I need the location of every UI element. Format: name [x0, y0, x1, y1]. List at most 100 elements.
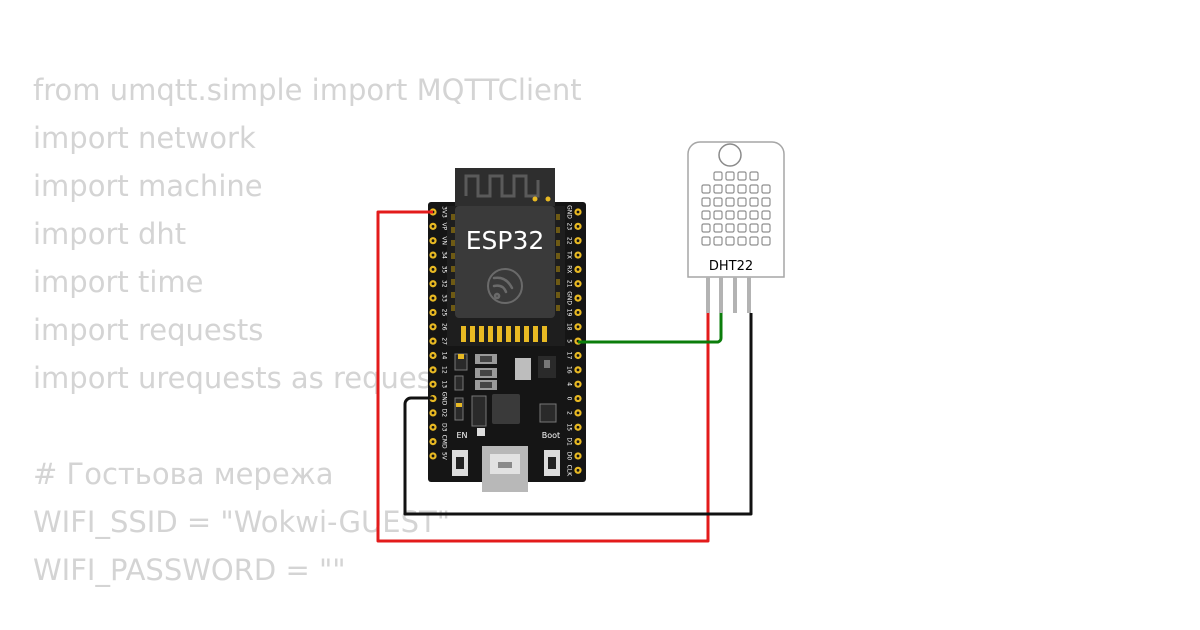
pin-hole	[576, 425, 580, 429]
pin-label: 14	[441, 352, 448, 360]
pin-label: 5V	[441, 452, 448, 461]
grille-slot	[713, 236, 723, 246]
grille-slot	[725, 171, 735, 181]
smd-regulator-body	[480, 356, 492, 362]
dht22-pin-data[interactable]	[719, 277, 723, 313]
pin-label: CLK	[566, 465, 573, 478]
pin-hole	[431, 440, 435, 443]
pin-hole	[431, 339, 435, 343]
pin-hole	[431, 425, 435, 429]
grille-slot	[713, 197, 723, 207]
grille-slot	[725, 210, 735, 220]
module-bottom-pad	[497, 326, 502, 342]
wire-data[interactable]	[578, 313, 723, 344]
wire-gnd[interactable]	[403, 313, 753, 516]
grille-slot	[749, 210, 759, 220]
module-bottom-pad	[461, 326, 466, 342]
pin-label: 2	[566, 411, 573, 415]
pin-label: 26	[441, 323, 448, 331]
module-side-pad	[556, 227, 560, 233]
pin-label: 23	[566, 223, 573, 231]
dht22-pin-vcc[interactable]	[706, 277, 710, 313]
dht22-sensor[interactable]: DHT22	[687, 141, 785, 313]
pin-hole	[576, 224, 580, 228]
wire-vcc[interactable]	[376, 210, 710, 543]
module-pads	[451, 214, 560, 342]
module-side-pad	[556, 279, 560, 285]
pin-hole	[576, 440, 580, 443]
pin-hole	[576, 282, 580, 286]
dht22-pin-nc[interactable]	[733, 277, 737, 313]
grille-slot	[725, 236, 735, 246]
module-side-pad	[556, 214, 560, 220]
pin-hole	[576, 311, 580, 314]
grille-slot	[749, 236, 759, 246]
module-bottom-pad	[533, 326, 538, 342]
pin-hole	[431, 296, 435, 300]
grille-slot	[761, 236, 771, 246]
module-side-pad	[451, 292, 455, 298]
pin-label: 5	[566, 339, 573, 343]
smd-component	[454, 397, 464, 421]
module-bottom-pad	[515, 326, 520, 342]
module-side-pad	[451, 227, 455, 233]
grille-slot	[713, 184, 723, 194]
grille-slot	[761, 223, 771, 233]
pin-label: 0	[566, 397, 573, 401]
pin-label: 21	[566, 280, 573, 288]
pin-label: 32	[441, 280, 448, 288]
pin-hole	[576, 268, 580, 271]
grille-slot	[737, 223, 747, 233]
pin-label: 18	[566, 323, 573, 331]
module-side-pad	[451, 305, 455, 311]
pin-label: 17	[566, 352, 573, 360]
pin-hole	[576, 368, 580, 372]
pin-hole	[431, 411, 435, 415]
pin-label: 27	[441, 337, 448, 345]
dht22-pin-gnd[interactable]	[747, 277, 751, 313]
grille-slot	[725, 223, 735, 233]
code-line: import requests	[33, 313, 264, 347]
code-line: import time	[33, 265, 204, 299]
module-bottom-pad	[488, 326, 493, 342]
esp32-shield	[455, 206, 555, 318]
antenna-pad	[532, 196, 538, 202]
pin-label: VN	[441, 236, 448, 245]
module-bottom-pad	[506, 326, 511, 342]
module-side-pad	[556, 305, 560, 311]
antenna-trace	[464, 174, 540, 198]
module-side-pad	[451, 266, 455, 272]
grille-slot	[737, 236, 747, 246]
esp32-chip-label: ESP32	[466, 226, 545, 255]
pin-label: GND	[566, 291, 573, 305]
pin-label: GND	[441, 392, 448, 406]
smd-resistor-array	[471, 395, 487, 427]
pin-label: 19	[566, 309, 573, 317]
grille-slot	[749, 223, 759, 233]
module-side-pad	[556, 240, 560, 246]
boot-button-cap	[548, 457, 556, 469]
grille-slot	[737, 210, 747, 220]
code-line: import dht	[33, 217, 187, 251]
smd-transistor-pad	[544, 360, 550, 368]
grille-slot	[701, 236, 711, 246]
esp32-pin-headers: 3V3VPVN34353233252627141213GNDD2D3CMD5VG…	[429, 205, 582, 478]
dht22-mount-hole	[718, 143, 742, 167]
pin-hole	[576, 397, 580, 400]
pin-label: 34	[441, 251, 448, 259]
pin-label: D3	[441, 423, 448, 432]
ldo-regulator	[515, 358, 531, 380]
pin-label: VP	[441, 222, 448, 230]
module-bottom-pad	[470, 326, 475, 342]
pin-label: RX	[566, 265, 573, 273]
pin-hole	[431, 282, 435, 286]
grille-slot	[749, 171, 759, 181]
button-boot-label: Boot	[542, 431, 560, 440]
antenna-pad	[545, 196, 551, 202]
pin-label: TX	[566, 250, 573, 259]
grille-slot	[737, 184, 747, 194]
code-line: import network	[33, 121, 256, 155]
